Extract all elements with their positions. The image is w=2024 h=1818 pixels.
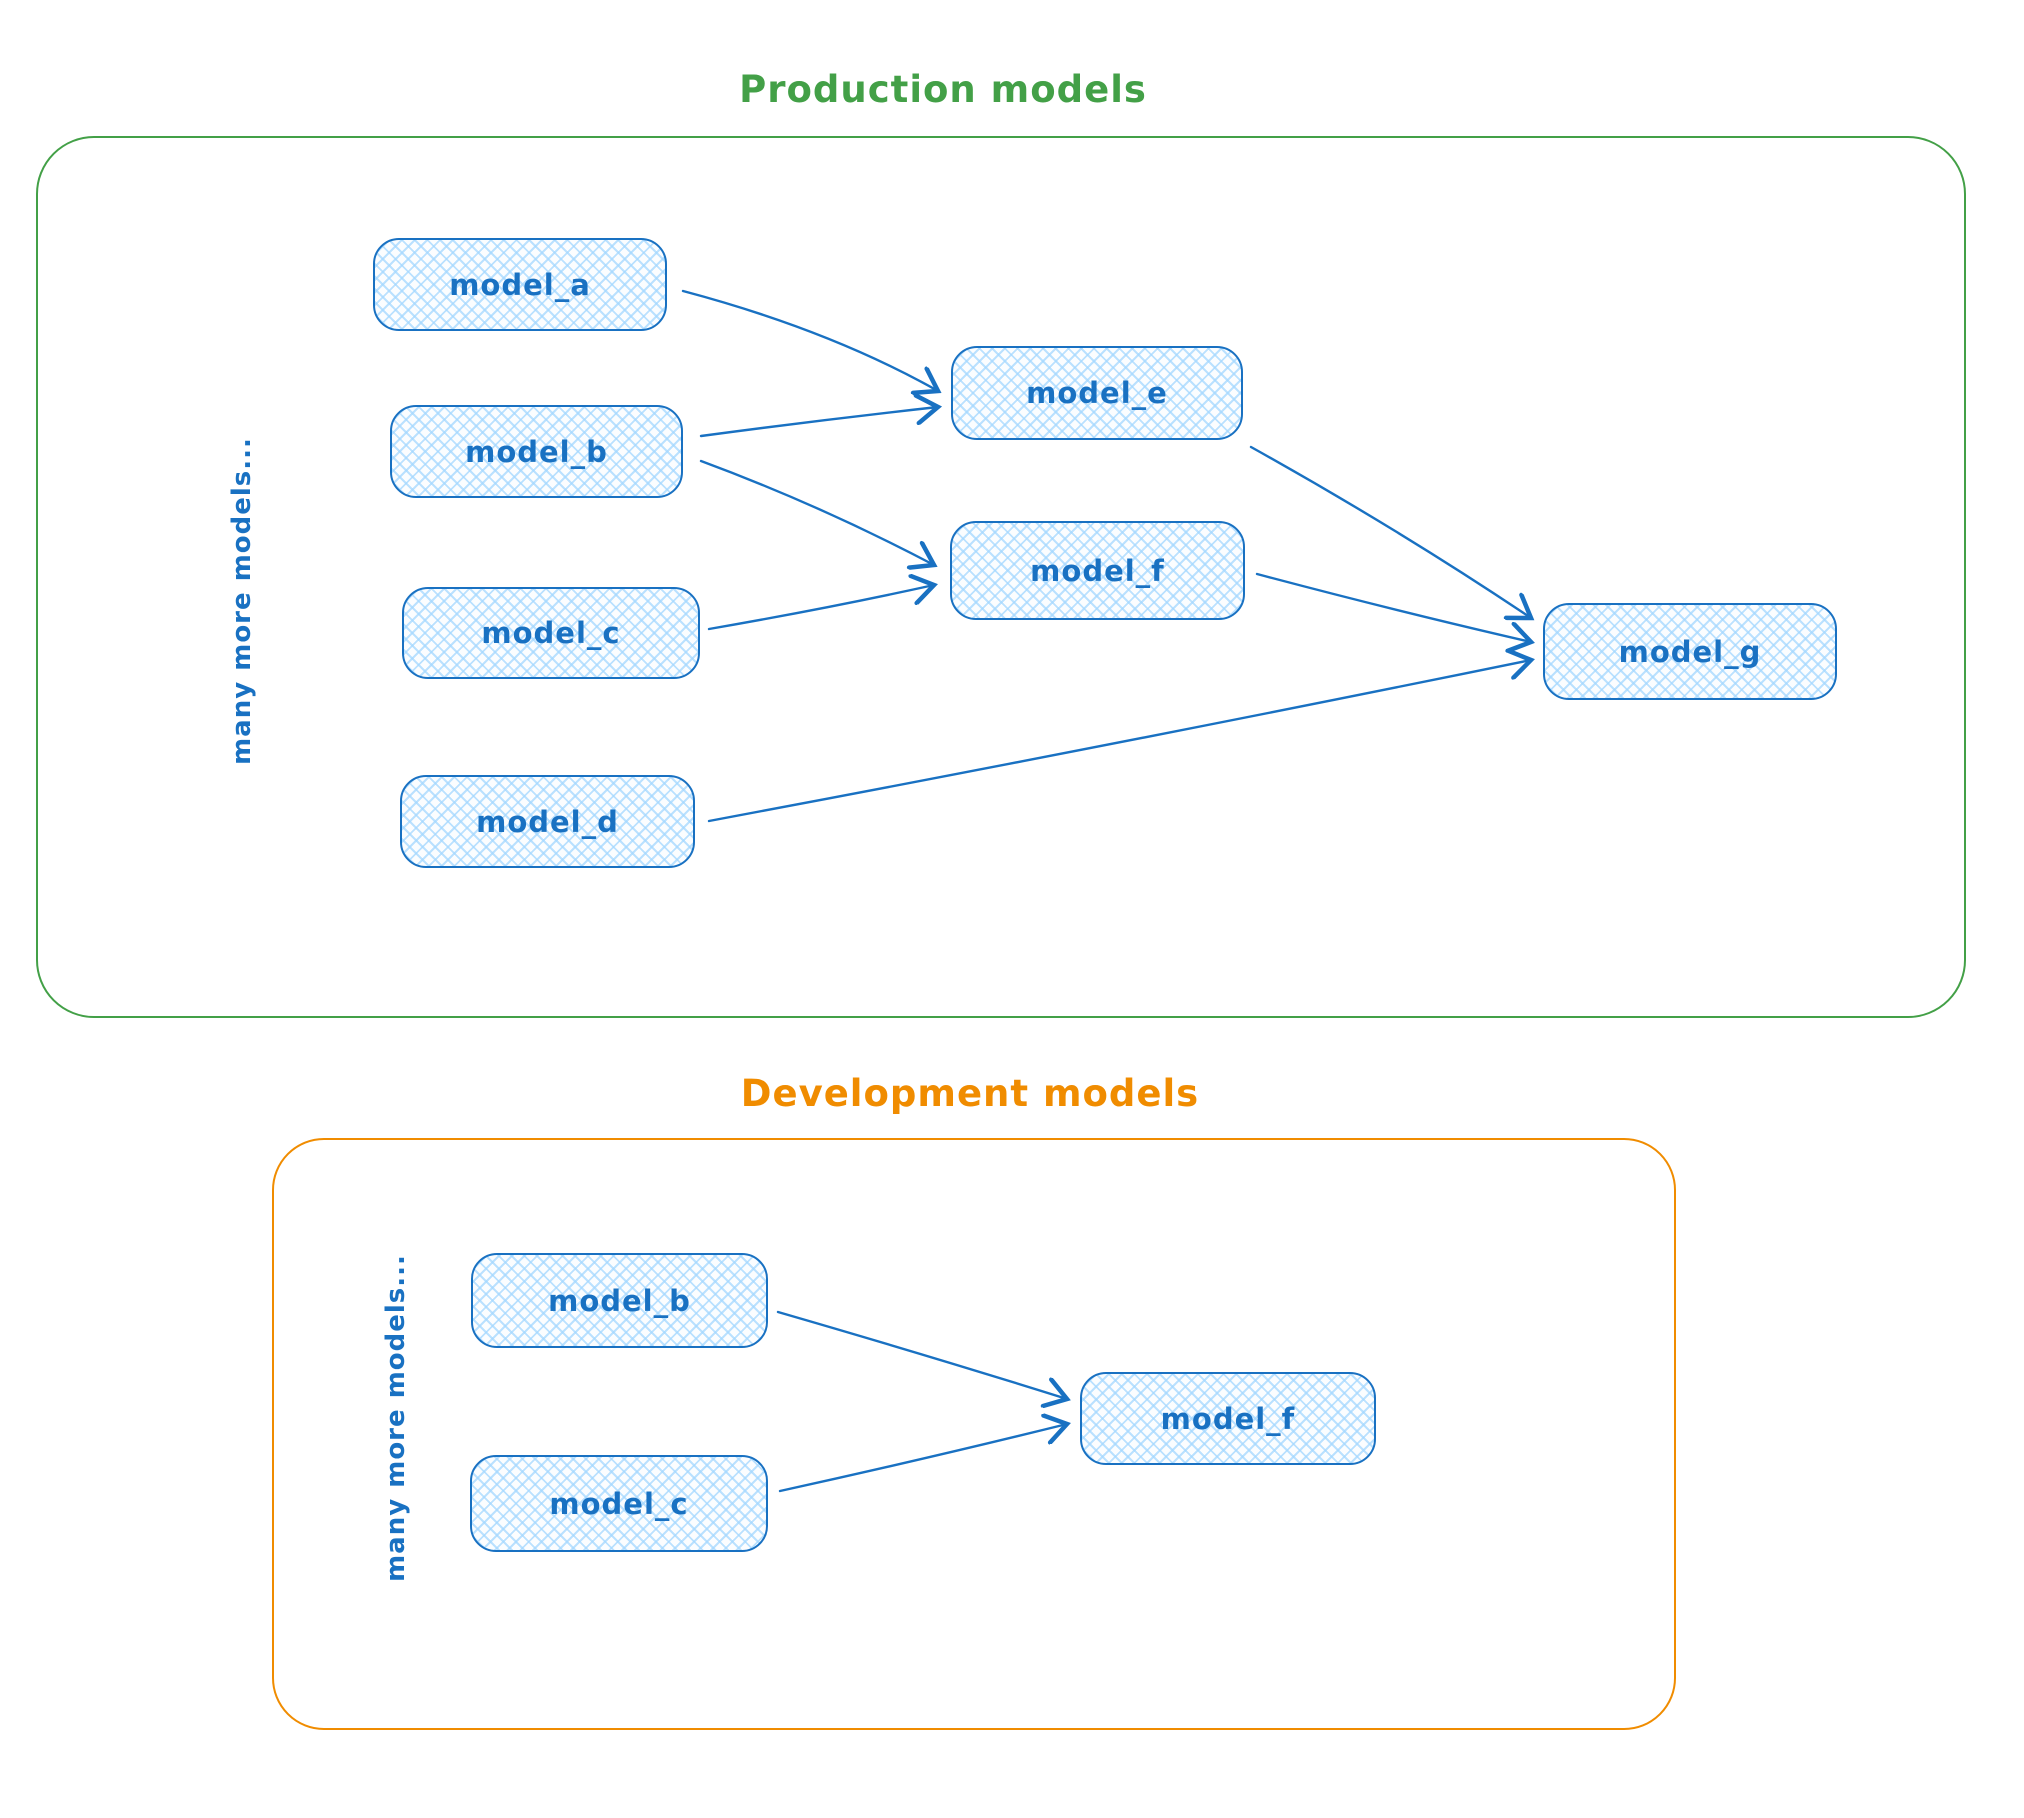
node-model-b-label: model_b [465,434,608,469]
node-model-f-label: model_f [1030,553,1165,588]
node-dev-model-f: model_f [1080,1372,1376,1465]
node-model-d-label: model_d [476,804,619,839]
node-model-c: model_c [402,587,700,679]
node-model-f: model_f [950,521,1245,620]
node-model-c-label: model_c [481,616,621,650]
node-dev-model-c-label: model_c [549,1486,689,1521]
node-dev-model-c: model_c [470,1455,768,1552]
production-container [36,136,1966,1018]
node-model-b: model_b [390,405,683,498]
node-model-a-label: model_a [449,267,591,302]
node-model-a: model_a [373,238,667,331]
development-section-title: Development models [740,1072,1200,1115]
node-model-d: model_d [400,775,695,868]
node-model-g: model_g [1543,603,1837,700]
production-side-label: many more models... [227,437,257,765]
production-section-title: Production models [739,68,1147,111]
node-model-e: model_e [951,346,1243,440]
node-model-e-label: model_e [1026,376,1168,410]
node-dev-model-b-label: model_b [548,1283,691,1318]
development-side-label: many more models... [381,1254,411,1582]
development-container [272,1138,1676,1730]
node-model-g-label: model_g [1618,634,1762,669]
node-dev-model-b: model_b [471,1253,768,1348]
node-dev-model-f-label: model_f [1160,1401,1296,1436]
